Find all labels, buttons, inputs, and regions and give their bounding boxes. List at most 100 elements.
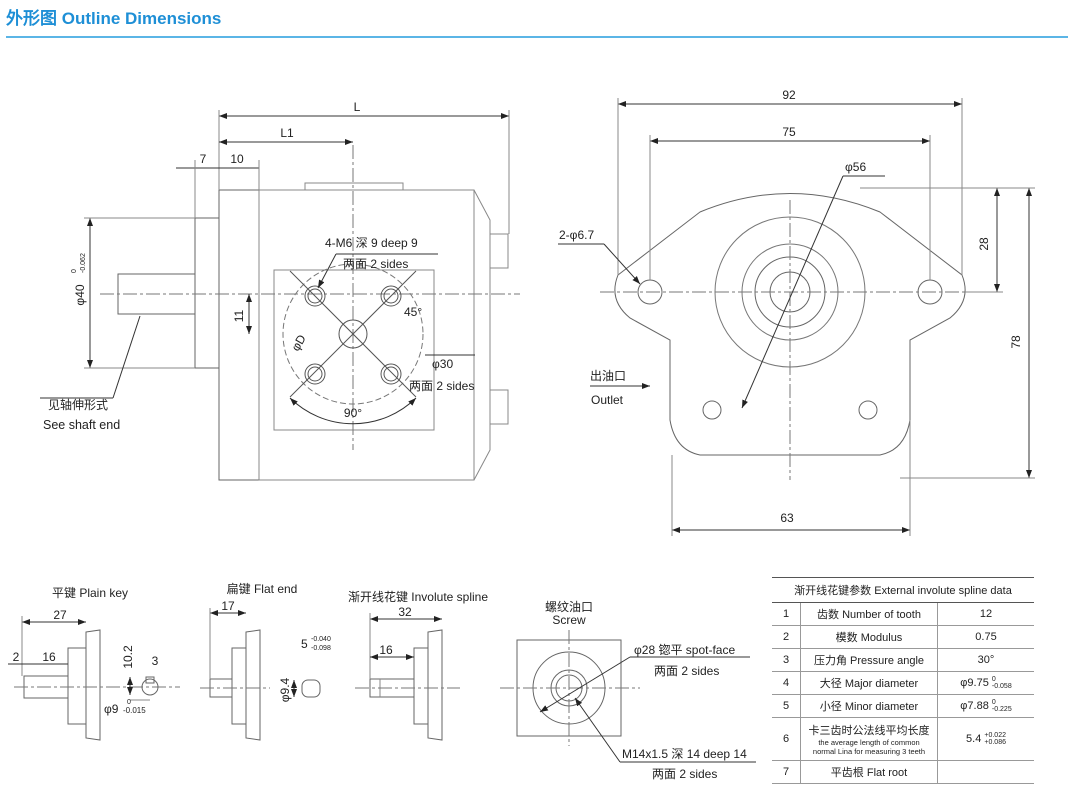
plain-key-dim-16: 16	[42, 650, 56, 664]
row-value-cell: φ7.88 0 -0.225	[937, 694, 1034, 718]
table-row: 4 大径 Major diameter φ9.75 0 -0.058	[772, 671, 1034, 695]
row-value: φ9.75	[960, 676, 989, 689]
angle-90-label: 90°	[344, 406, 362, 420]
row-name: 压力角 Pressure angle	[800, 648, 938, 672]
dim-7: 7	[200, 152, 207, 166]
dim-L: L	[354, 100, 361, 114]
side-view	[558, 98, 1035, 536]
plain-key-dim-phi9: φ9	[104, 702, 119, 716]
shaft-note-cn: 见轴伸形式	[48, 397, 108, 412]
row-number: 1	[772, 603, 801, 626]
table-row: 3 压力角 Pressure angle 30°	[772, 648, 1034, 672]
dim-10: 10	[230, 152, 244, 166]
row-number: 5	[772, 694, 801, 718]
row-value	[937, 760, 1034, 784]
dim-28: 28	[977, 237, 991, 251]
row-name-sub-2: normal Lina for measuring 3 teeth	[812, 747, 926, 756]
flat-end-dim-5-tol-lower: -0.098	[311, 645, 331, 652]
row-value: 12	[937, 603, 1034, 626]
table-row: 6 卡三齿时公法线平均长度 the average length of comm…	[772, 717, 1034, 761]
table-row: 2 模数 Modulus 0.75	[772, 625, 1034, 649]
plain-key-dim-3: 3	[152, 654, 159, 668]
involute-spline-dim-16: 16	[379, 643, 393, 657]
table-row: 7 平齿根 Flat root	[772, 760, 1034, 784]
row-tolerance: +0.022 +0.086	[984, 732, 1006, 746]
dim-phi40-tol-lower: -0.062	[80, 253, 87, 273]
title-underline	[6, 36, 1068, 38]
row-number: 7	[772, 760, 801, 784]
flat-end-dim-phi9-4: φ9.4	[278, 677, 292, 702]
table-row: 5 小径 Minor diameter φ7.88 0 -0.225	[772, 694, 1034, 718]
phi30-label: φ30	[432, 357, 453, 371]
outlet-label-en: Outlet	[591, 393, 624, 407]
plain-key-title: 平键 Plain key	[52, 586, 128, 600]
row-number: 6	[772, 717, 801, 761]
screw-thread-label: M14x1.5 深 14 deep 14	[622, 747, 747, 761]
row-name: 模数 Modulus	[800, 625, 938, 649]
two-sides-label-1: 两面 2 sides	[343, 257, 408, 271]
row-name: 卡三齿时公法线平均长度	[808, 725, 930, 737]
screw-spotface-label: φ28 锪平 spot-face	[634, 642, 735, 657]
screw-thread-sides: 两面 2 sides	[652, 767, 717, 781]
row-value: 5.4	[966, 732, 982, 745]
dim-phi56: φ56	[845, 160, 866, 174]
row-name-sub-1: the average length of common	[818, 738, 920, 747]
row-value: 30°	[937, 648, 1034, 672]
flat-end-view	[200, 608, 321, 741]
row-number: 3	[772, 648, 801, 672]
screw-title-en: Screw	[552, 613, 586, 627]
flat-end-dim-5-tol-upper: -0.040	[311, 636, 331, 643]
screw-spotface-sides: 两面 2 sides	[654, 664, 719, 678]
row-number: 2	[772, 625, 801, 649]
tol-upper: +0.022	[984, 732, 1006, 739]
row-number: 4	[772, 671, 801, 695]
flat-end-dim-5: 5	[301, 637, 308, 651]
row-value-cell: φ9.75 0 -0.058	[937, 671, 1034, 695]
row-name-cell: 卡三齿时公法线平均长度 the average length of common…	[800, 717, 938, 761]
dim-11: 11	[232, 309, 246, 322]
row-tolerance: 0 -0.058	[992, 676, 1012, 690]
plain-key-dim-27: 27	[53, 608, 67, 622]
tol-upper: 0	[991, 699, 996, 706]
row-value: φ7.88	[960, 699, 989, 712]
spline-data-table: 渐开线花键参数 External involute spline data 1 …	[772, 577, 1034, 784]
front-view	[40, 110, 520, 481]
involute-spline-view	[355, 613, 460, 741]
plain-key-dim-10-2: 10.2	[121, 645, 135, 669]
row-name: 大径 Major diameter	[800, 671, 938, 695]
screw-title-cn: 螺纹油口	[545, 600, 593, 614]
dim-75: 75	[782, 125, 796, 139]
plain-key-phi9-tol-upper: 0	[127, 699, 131, 706]
dim-phi40: φ40	[73, 284, 87, 305]
flat-end-dim-17: 17	[221, 599, 235, 613]
dim-63: 63	[780, 511, 794, 525]
dim-2-phi6-7: 2-φ6.7	[559, 228, 594, 242]
table-row: 1 齿数 Number of tooth 12	[772, 603, 1034, 626]
angle-45-label: 45°	[404, 305, 422, 319]
dim-L1: L1	[280, 126, 294, 140]
thread-note: 4-M6 深 9 deep 9	[325, 236, 418, 250]
plain-key-phi9-tol-lower: -0.015	[123, 706, 146, 715]
plain-key-view	[8, 616, 180, 741]
involute-spline-dim-32: 32	[398, 605, 412, 619]
flat-end-title: 扁键 Flat end	[227, 582, 298, 596]
page-title: 外形图 Outline Dimensions	[6, 9, 222, 28]
dim-phi40-tol-upper: 0	[71, 269, 78, 273]
phiD-label: φD	[288, 332, 309, 354]
row-value-cell: 5.4 +0.022 +0.086	[937, 717, 1034, 761]
tol-lower: +0.086	[984, 739, 1006, 746]
tol-lower: -0.058	[991, 683, 1012, 690]
dim-78: 78	[1009, 335, 1023, 349]
shaft-note-en: See shaft end	[43, 418, 120, 432]
row-name: 小径 Minor diameter	[800, 694, 938, 718]
row-tolerance: 0 -0.225	[992, 699, 1012, 713]
row-value: 0.75	[937, 625, 1034, 649]
tol-lower: -0.225	[991, 706, 1012, 713]
spline-table-caption: 渐开线花键参数 External involute spline data	[772, 577, 1034, 603]
tol-upper: 0	[991, 676, 996, 683]
involute-spline-title: 渐开线花键 Involute spline	[348, 589, 488, 604]
screw-port-view	[500, 630, 756, 763]
outlet-label-cn: 出油口	[590, 369, 626, 383]
two-sides-label-2: 两面 2 sides	[409, 379, 474, 393]
